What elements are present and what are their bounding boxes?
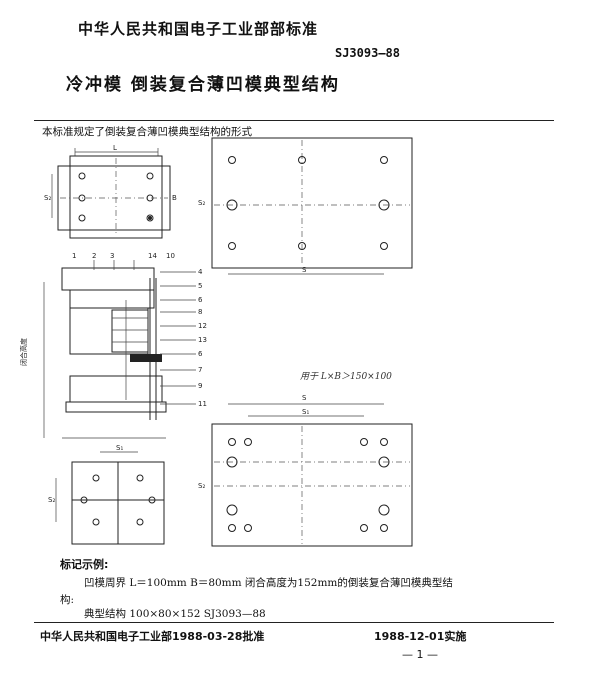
part-num-6b: 6 (198, 350, 203, 358)
applicability-note: 用于 L×B＞150×100 (300, 372, 392, 382)
document-title: 冷冲模 倒装复合薄凹模典型结构 (66, 75, 340, 95)
standard-code: SJ3093—88 (334, 46, 400, 60)
dim-L-label: L (113, 144, 117, 152)
approval-date: 中华人民共和国电子工业部1988-03-28批准 (40, 630, 265, 643)
plan-view-top-left: L S₂ B (44, 144, 177, 239)
dim-S2-label-bottom: S₂ (48, 496, 55, 504)
dim-B-label: B (172, 194, 177, 202)
page-number: — 1 — (402, 648, 438, 661)
part-num-13: 13 (198, 336, 207, 344)
part-num-1: 1 (72, 252, 76, 260)
example-line-1: 凹模周界 L＝100mm B＝80mm 闭合高度为152mm的倒装复合薄凹模典型… (84, 577, 453, 589)
part-num-6: 6 (198, 296, 203, 304)
section-view: 闭合高度 1 2 3 14 10 4 5 6 8 (19, 252, 207, 439)
dim-S1-label: S₁ (116, 444, 123, 452)
part-num-3: 3 (110, 252, 114, 260)
example-label: 标记示例: (60, 558, 109, 571)
intro-text: 本标准规定了倒装复合薄凹模典型结构的形式 (42, 126, 252, 138)
part-num-9: 9 (198, 382, 202, 390)
dim-S2-label-right: S₂ (198, 199, 205, 207)
dim-S-label-top: S (302, 266, 307, 274)
part-num-2: 2 (92, 252, 96, 260)
part-num-8: 8 (198, 308, 202, 316)
part-num-11: 11 (198, 400, 207, 408)
example-line-2: 构: (60, 594, 75, 606)
part-num-14: 14 (148, 252, 157, 260)
part-num-5: 5 (198, 282, 202, 290)
part-num-7: 7 (198, 366, 202, 374)
example-line-3: 典型结构 100×80×152 SJ3093—88 (84, 608, 266, 620)
implementation-date: 1988-12-01实施 (374, 630, 467, 643)
dim-S2-label-bottom-right: S₂ (198, 482, 205, 490)
dim-S1-label-right: S₁ (302, 408, 309, 416)
dim-S-label-bottom: S (302, 394, 307, 402)
plan-view-top-right: S₂ S (198, 137, 413, 275)
plan-view-bottom-right: S S₁ S₂ (198, 394, 413, 547)
footer-rule (34, 622, 554, 623)
issuing-organization: 中华人民共和国电子工业部部标准 (78, 20, 319, 38)
part-num-12: 12 (198, 322, 207, 330)
plan-view-bottom-left: S₁ S₂ (48, 444, 165, 545)
part-num-10: 10 (166, 252, 175, 260)
dim-S2-label: S₂ (44, 194, 51, 202)
part-num-4: 4 (198, 268, 203, 276)
closed-height-label: 闭合高度 (19, 338, 28, 366)
header-rule (34, 120, 554, 121)
